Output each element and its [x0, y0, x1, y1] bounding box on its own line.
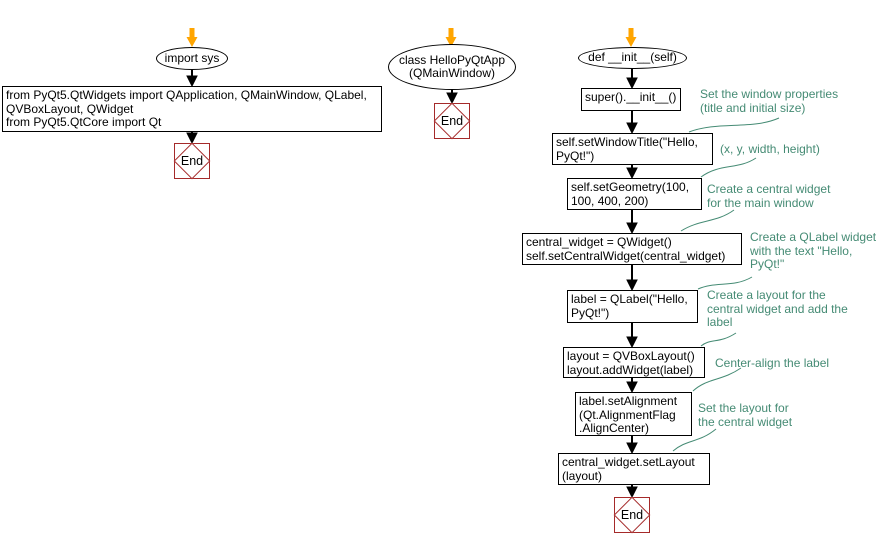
process-node-central-widget: central_widget = QWidget() self.setCentr… [522, 233, 742, 265]
end-node-class-def: End [433, 102, 471, 140]
end-label: End [180, 153, 204, 168]
end-label: End [440, 113, 464, 128]
process-node-set-window-title: self.setWindowTitle("Hello, PyQt!") [552, 133, 713, 165]
process-node-set-layout: central_widget.setLayout (layout) [558, 453, 710, 485]
process-node-set-geometry: self.setGeometry(100, 100, 400, 200) [567, 178, 702, 210]
annotation-window-properties: Set the window properties (title and ini… [700, 87, 839, 115]
end-node-imports: End [173, 142, 211, 180]
flow-arrow-icon [186, 69, 638, 499]
annotation-connector-line [672, 117, 780, 452]
process-node-set-alignment: label.setAlignment (Qt.AlignmentFlag .Al… [575, 392, 692, 436]
start-node-class-def: class HelloPyQtApp (QMainWindow) [388, 44, 516, 90]
annotation-qlabel-widget: Create a QLabel widget with the text "He… [750, 230, 877, 271]
annotation-set-layout: Set the layout for the central widget [698, 401, 793, 429]
entry-arrow-icon [445, 28, 457, 47]
end-node-init: End [613, 496, 651, 534]
process-node-layout: layout = QVBoxLayout() layout.addWidget(… [563, 347, 705, 378]
process-node-imports: from PyQt5.QtWidgets import QApplication… [2, 86, 382, 132]
end-label: End [620, 507, 644, 522]
start-node-import-sys: import sys [156, 47, 228, 70]
process-node-label-qlabel: label = QLabel("Hello, PyQt!") [567, 290, 698, 323]
annotation-central-widget: Create a central widget for the main win… [707, 182, 831, 210]
entry-arrow-icon [625, 28, 637, 47]
entry-arrow-icon [186, 28, 198, 47]
annotation-layout-add-label: Create a layout for the central widget a… [707, 288, 848, 329]
start-node-init: def __init__(self) [578, 47, 687, 69]
annotation-center-align: Center-align the label [715, 356, 830, 370]
annotation-geometry-params: (x, y, width, height) [720, 142, 820, 156]
process-node-super-init: super().__init__() [581, 88, 681, 111]
